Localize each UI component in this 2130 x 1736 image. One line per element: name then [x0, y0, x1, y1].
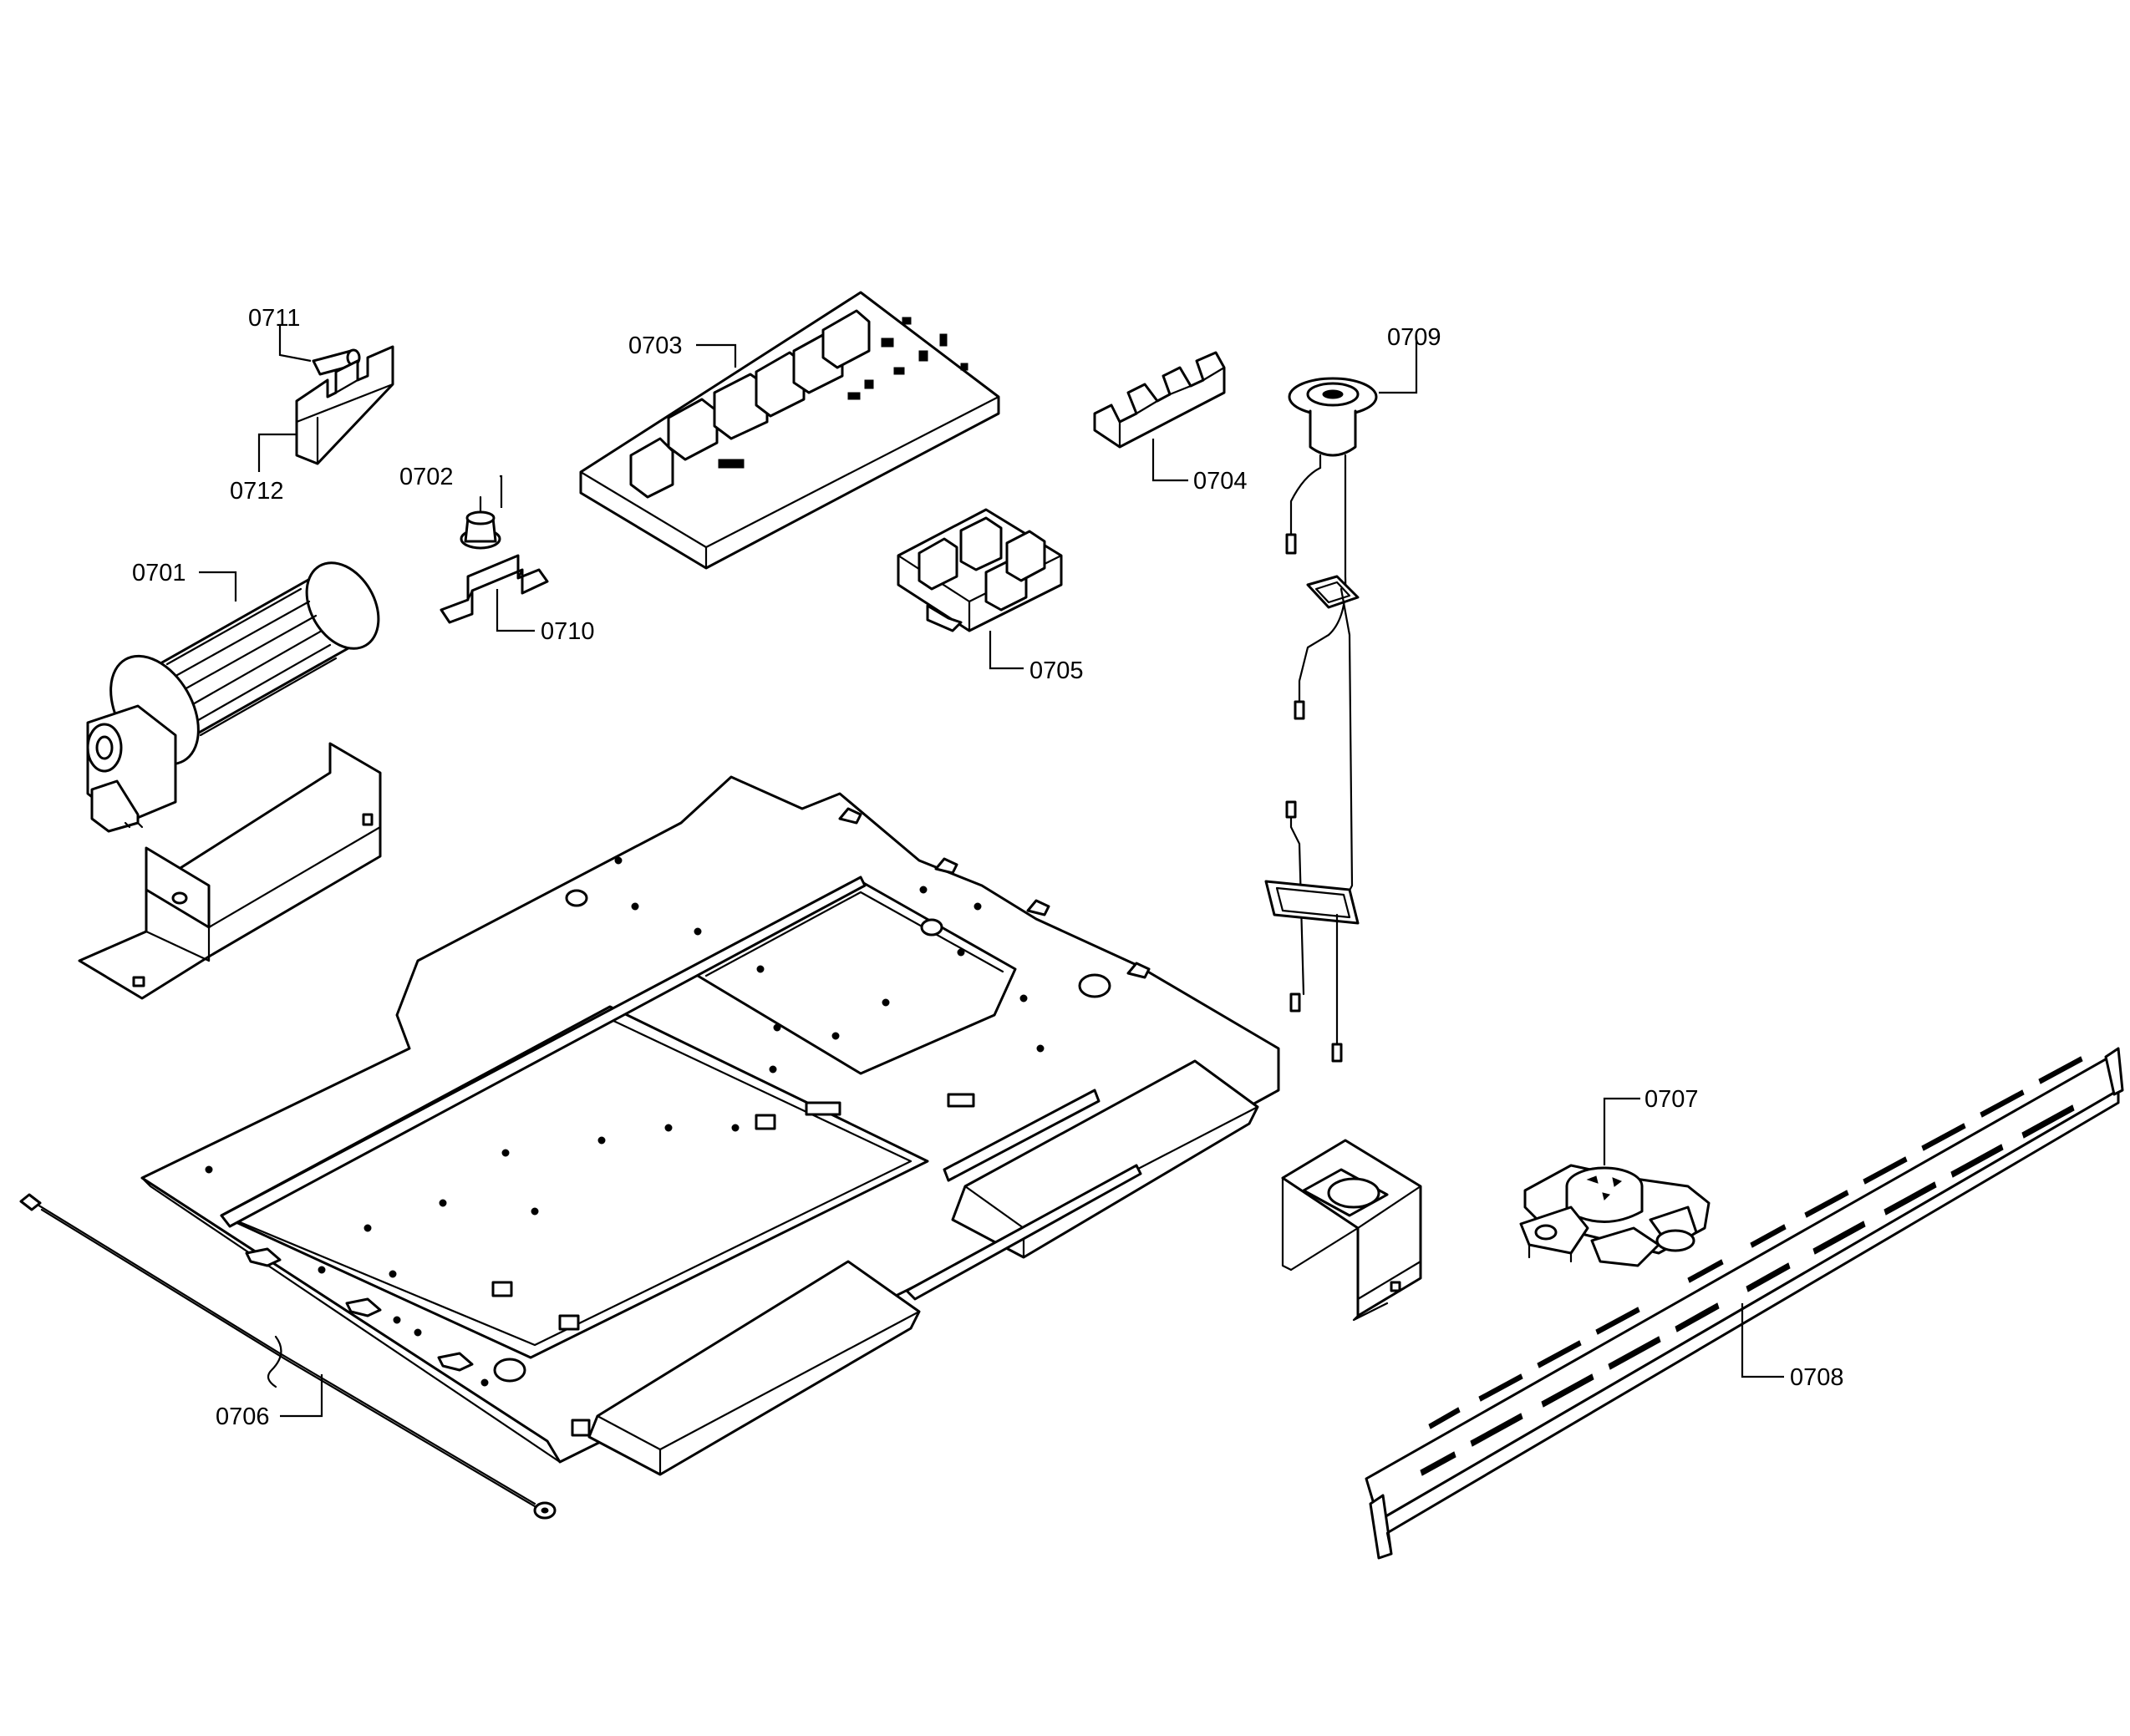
leader-lines [199, 326, 1784, 1418]
leader-0703 [696, 343, 737, 368]
part-0712-fuse-holder [295, 345, 394, 465]
part-0702-thermostat [460, 495, 501, 550]
leader-0706 [280, 1374, 323, 1418]
leader-0702 [500, 475, 503, 508]
part-0705-relay-socket [897, 508, 1063, 632]
leader-0709 [1379, 337, 1418, 394]
callout-0708: 0708 [1790, 1364, 1844, 1391]
callout-0706: 0706 [216, 1404, 270, 1430]
part-0708-rail [1365, 1047, 2124, 1560]
rail-slots [1420, 1056, 2083, 1476]
callout-0701: 0701 [132, 560, 186, 586]
callout-0712: 0712 [230, 478, 284, 505]
part-0704-connector-block [1093, 351, 1226, 449]
part-fan-bracket [78, 742, 382, 1000]
callout-0711: 0711 [248, 305, 300, 332]
callout-0710: 0710 [541, 618, 595, 645]
leader-0707 [1603, 1097, 1640, 1165]
leader-0710 [496, 589, 535, 632]
leader-0701 [199, 571, 237, 602]
part-duct-troughs [587, 1059, 1259, 1476]
leader-0705 [989, 631, 1024, 670]
part-0706-ground-wire [19, 1193, 557, 1520]
callout-0704: 0704 [1193, 468, 1248, 495]
part-0710-bracket [440, 554, 549, 624]
leader-0708 [1741, 1303, 1784, 1378]
part-0711-fuse [312, 348, 361, 376]
part-0709-lamp-harness [1264, 377, 1378, 1063]
leader-0711 [278, 326, 312, 363]
callout-labels: 0711 0712 0702 0710 0701 0703 0704 0705 … [132, 305, 1844, 1430]
part-0703-control-board [579, 291, 1000, 570]
part-0701-fan-motor [86, 561, 380, 833]
callout-0709: 0709 [1387, 324, 1441, 351]
part-0707-motor-assembly [1519, 1164, 1711, 1267]
callout-0707: 0707 [1645, 1086, 1699, 1113]
leader-0712 [257, 433, 297, 472]
leader-0704 [1151, 439, 1188, 482]
callout-0705: 0705 [1029, 657, 1084, 684]
part-lamp-bracket [1281, 1139, 1422, 1322]
part-base-plate [140, 775, 1280, 1464]
callout-0703: 0703 [628, 332, 683, 359]
callout-0702: 0702 [399, 464, 454, 490]
